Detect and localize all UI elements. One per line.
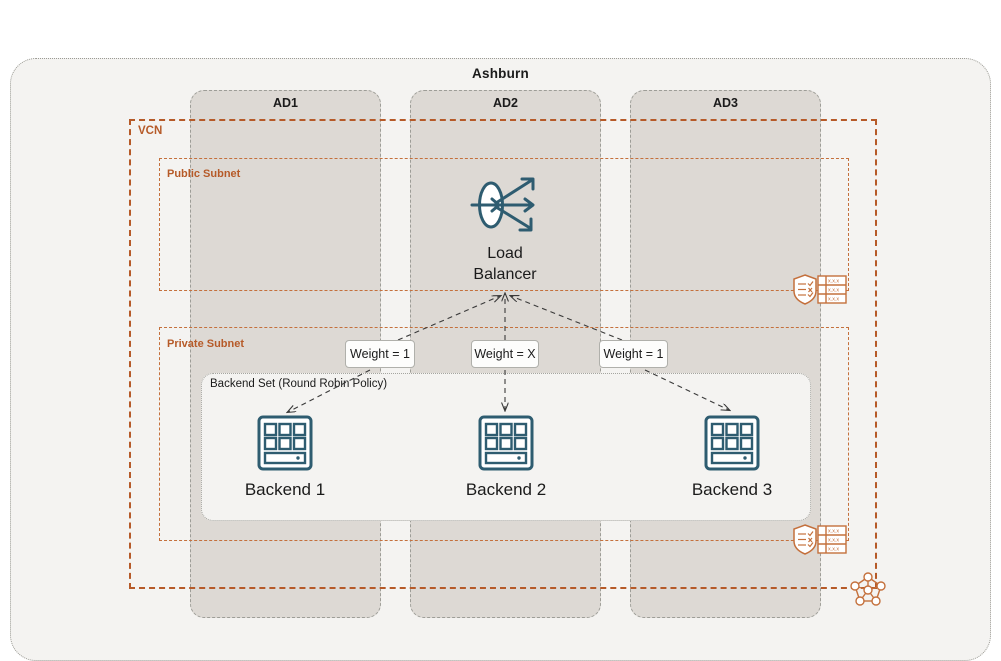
ad3-label: AD3 [712, 96, 738, 110]
backend-3-server-icon [703, 414, 761, 472]
network-mesh-icon [848, 570, 888, 610]
backend-2-label: Backend 2 [465, 480, 547, 499]
load-balancer-label-line1: Load [487, 245, 523, 262]
route-row-2: x.x.x [828, 288, 839, 294]
backend-3-label: Backend 3 [691, 480, 773, 499]
svg-text:x.x.x: x.x.x [828, 547, 839, 553]
ad1-label: AD1 [272, 96, 298, 110]
backend-2-server-icon [477, 414, 535, 472]
public-subnet-label: Public Subnet [167, 168, 241, 180]
backend-1-label: Backend 1 [244, 480, 326, 499]
backend-1-server-icon [256, 414, 314, 472]
weight-badge-backend2: Weight = X [471, 340, 539, 368]
load-balancer-icon [470, 172, 542, 238]
backend-set-title: Backend Set (Round Robin Policy) [210, 378, 388, 390]
route-row-1: x.x.x [828, 279, 839, 285]
public-subnet-boundary [159, 158, 849, 291]
load-balancer-label: Load Balancer [425, 243, 585, 285]
private-subnet-label: Private Subnet [167, 338, 245, 350]
route-row-3: x.x.x [828, 297, 839, 303]
weight-badge-backend1: Weight = 1 [345, 340, 415, 368]
load-balancer-label-line2: Balancer [473, 266, 537, 283]
svg-text:x.x.x: x.x.x [828, 529, 839, 535]
public-subnet-security-list-icon: x.x.x x.x.x x.x.x [791, 271, 849, 307]
vcn-boundary [129, 119, 877, 589]
private-subnet-boundary [159, 327, 849, 541]
svg-text:x.x.x: x.x.x [828, 538, 839, 544]
ad2-label: AD2 [492, 96, 518, 110]
region-title: Ashburn [472, 66, 529, 81]
weight-badge-backend3: Weight = 1 [599, 340, 668, 368]
vcn-label: VCN [138, 125, 163, 137]
private-subnet-security-list-icon: x.x.x x.x.x x.x.x [791, 521, 849, 557]
